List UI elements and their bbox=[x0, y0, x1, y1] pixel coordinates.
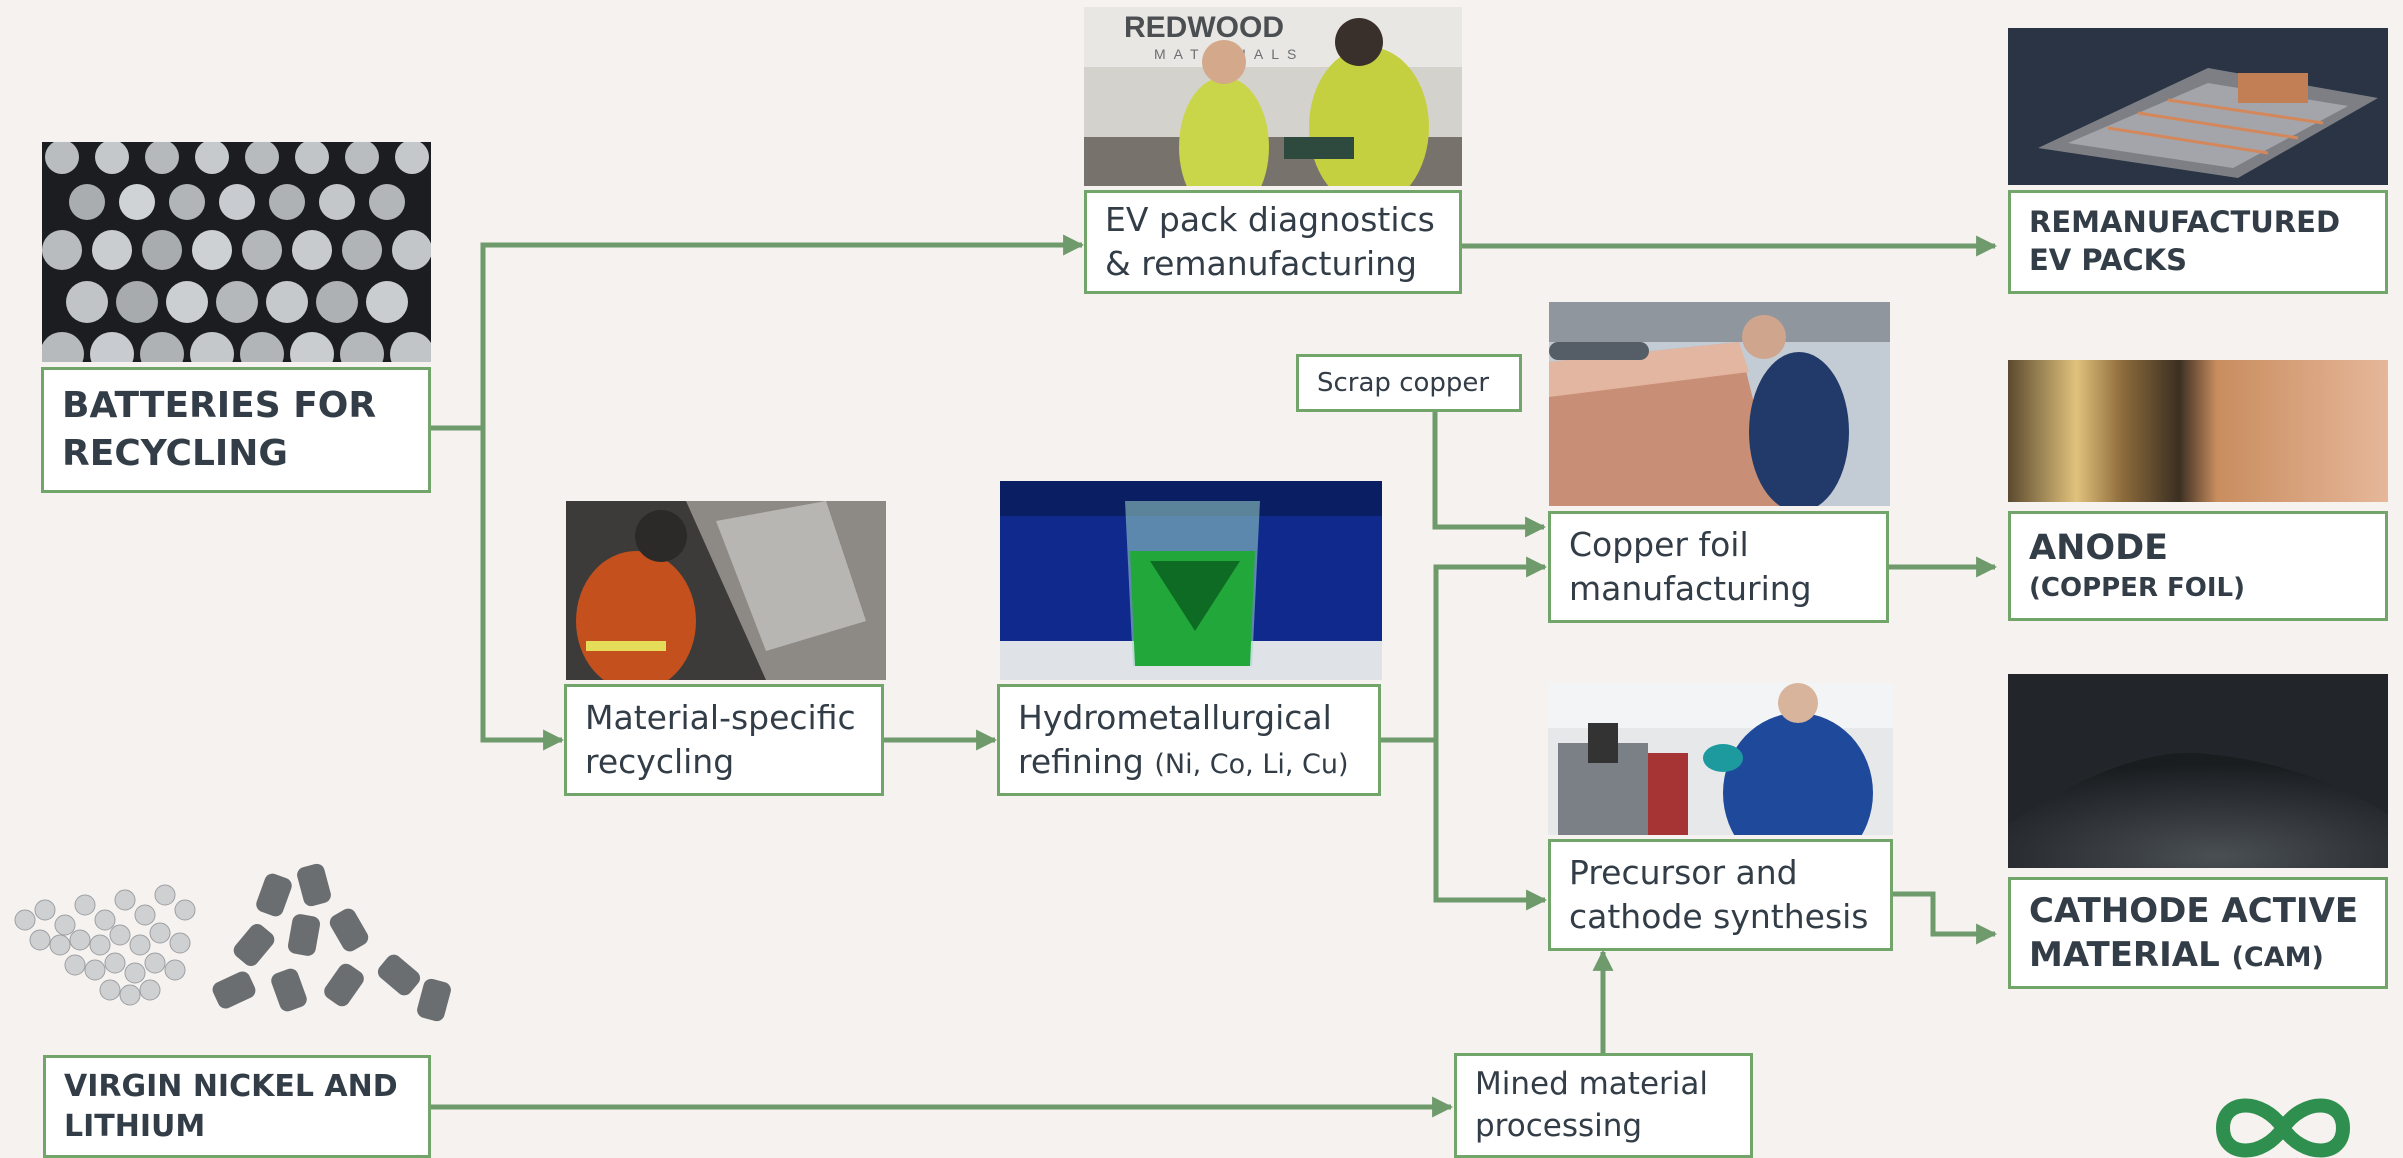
connector-to-precursor bbox=[1433, 740, 1548, 911]
virgin-nickel-lithium-box: VIRGIN NICKEL AND LITHIUM bbox=[43, 1055, 431, 1158]
connector-scrap-to-copper bbox=[1432, 410, 1547, 538]
connector-precursor-to-cam bbox=[1893, 891, 1998, 945]
workers-photo: REDWOOD MATERIALS bbox=[1084, 7, 1462, 186]
connector-to-copper-foil bbox=[1433, 556, 1548, 740]
copper-foil-manufacturing-box: Copper foil manufacturing bbox=[1548, 511, 1889, 623]
anode-copper-foil-box: ANODE (COPPER FOIL) bbox=[2008, 511, 2388, 621]
material-specific-recycling-box: Material-specific recycling bbox=[564, 684, 884, 796]
ev-pack-label: EV pack diagnostics & remanufacturing bbox=[1105, 200, 1435, 283]
copper-foil-label: Copper foil manufacturing bbox=[1569, 525, 1812, 608]
mined-label: Mined material processing bbox=[1475, 1066, 1708, 1144]
anode-sub-label: (COPPER FOIL) bbox=[2029, 572, 2245, 603]
scrap-copper-box: Scrap copper bbox=[1296, 354, 1522, 412]
logo-lettering: REDWOOD bbox=[1124, 11, 1284, 44]
battery-cells-photo bbox=[42, 142, 431, 362]
material-recycling-label: Material-specific recycling bbox=[585, 698, 856, 781]
metal-pellets-photo bbox=[0, 845, 490, 1045]
recycling-worker-photo bbox=[566, 501, 886, 680]
ev-battery-pack-photo bbox=[2008, 28, 2388, 185]
hydro-label: Hydrometallurgical refining bbox=[1018, 698, 1332, 781]
connector-to-ev-pack bbox=[480, 234, 1085, 428]
batteries-for-recycling-box: BATTERIES FOR RECYCLING bbox=[41, 367, 431, 493]
copper-roll-photo bbox=[2008, 360, 2388, 502]
green-beaker-photo bbox=[1000, 481, 1382, 680]
scrap-copper-label: Scrap copper bbox=[1317, 367, 1490, 398]
ev-pack-diagnostics-box: EV pack diagnostics & remanufacturing bbox=[1084, 190, 1462, 294]
precursor-label: Precursor and cathode synthesis bbox=[1569, 853, 1869, 936]
cam-output-label: CATHODE ACTIVE MATERIAL bbox=[2029, 890, 2359, 975]
precursor-cathode-synthesis-box: Precursor and cathode synthesis bbox=[1548, 839, 1893, 951]
cam-sub-label: (CAM) bbox=[2231, 942, 2324, 973]
black-powder-photo bbox=[2008, 674, 2388, 868]
batteries-label: BATTERIES FOR RECYCLING bbox=[62, 385, 377, 474]
hydrometallurgical-refining-box: Hydrometallurgical refining (Ni, Co, Li,… bbox=[997, 684, 1381, 796]
hydro-metals-label: (Ni, Co, Li, Cu) bbox=[1154, 749, 1349, 780]
copper-foil-photo bbox=[1549, 302, 1890, 506]
anode-output-label: ANODE bbox=[2029, 528, 2169, 569]
remanufactured-ev-packs-box: REMANUFACTURED EV PACKS bbox=[2008, 190, 2388, 294]
mined-material-processing-box: Mined material processing bbox=[1454, 1053, 1753, 1158]
connector-to-material-recycling bbox=[480, 428, 565, 751]
ev-packs-output-label: REMANUFACTURED EV PACKS bbox=[2029, 205, 2341, 277]
virgin-label: VIRGIN NICKEL AND LITHIUM bbox=[64, 1068, 398, 1144]
cathode-active-material-box: CATHODE ACTIVE MATERIAL (CAM) bbox=[2008, 877, 2388, 989]
infinity-logo-icon bbox=[2215, 1098, 2351, 1158]
lab-worker-photo bbox=[1548, 683, 1893, 835]
